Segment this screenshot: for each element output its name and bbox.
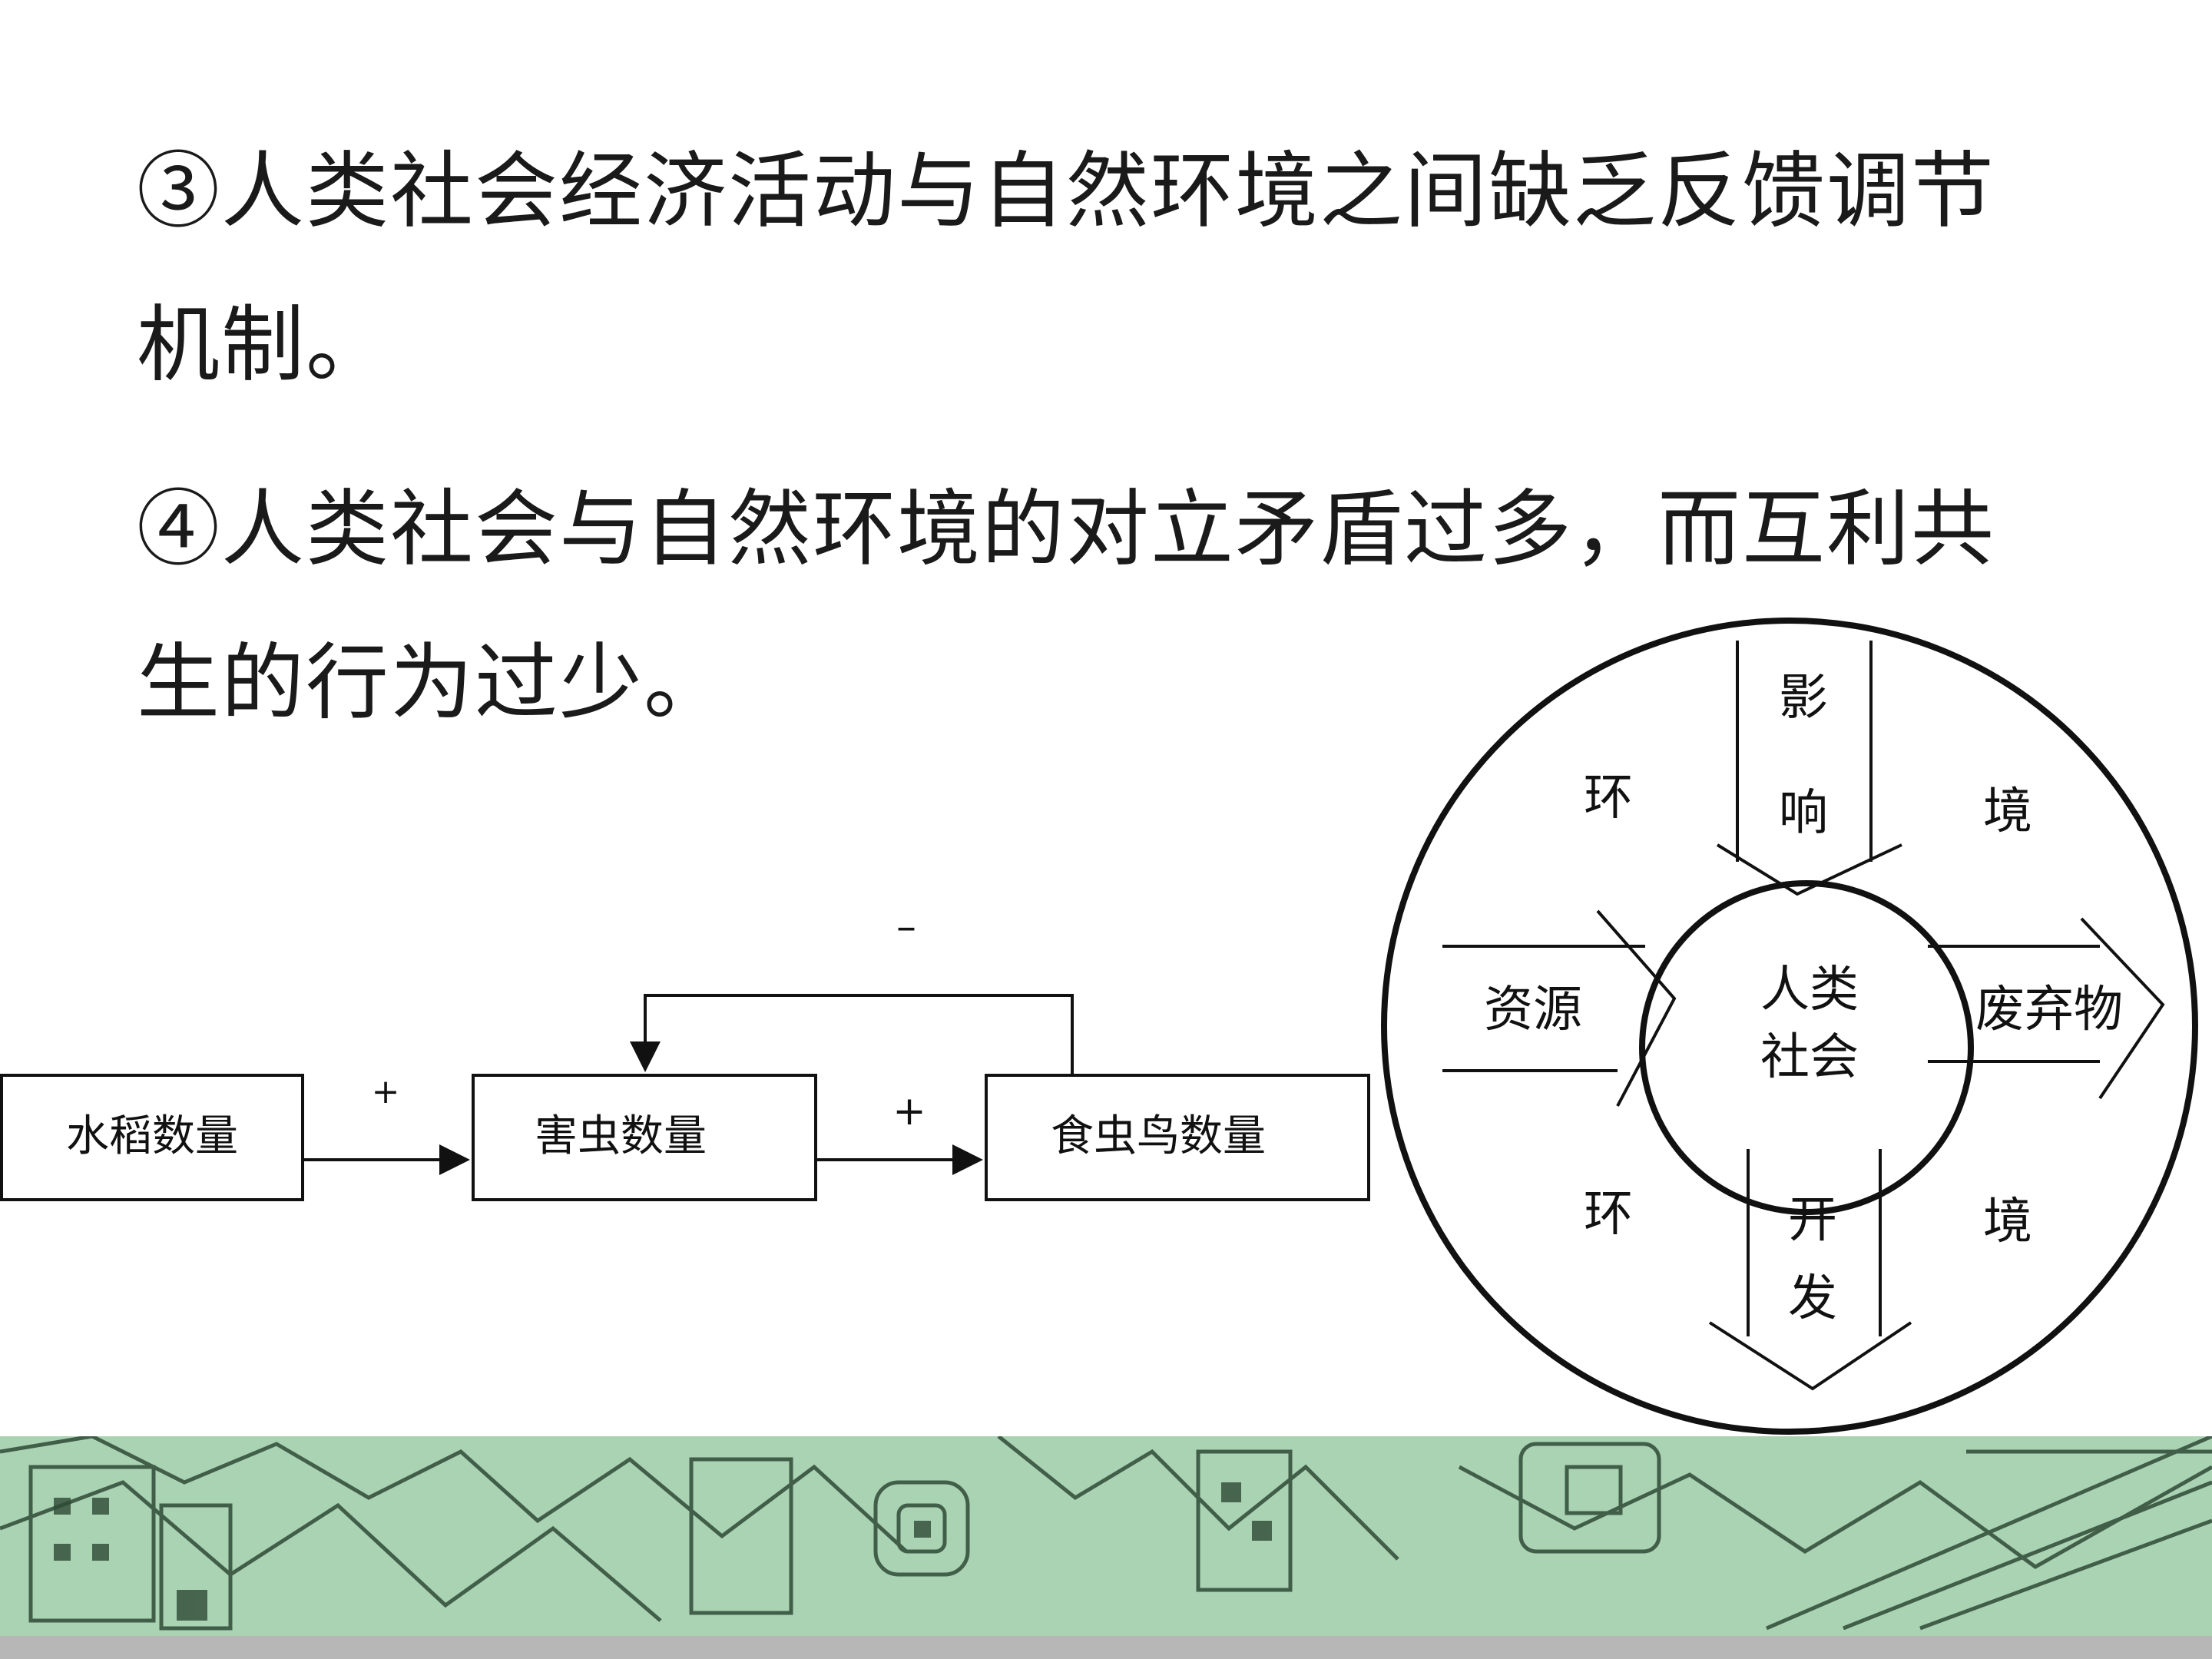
center-label-line-1: 人类 xyxy=(1760,962,1859,1018)
right-arrow-label: 废弃物 xyxy=(1975,982,2123,1038)
box-bird-label: 食虫鸟数量 xyxy=(1051,1111,1266,1161)
paragraph-4-line-2: 生的行为过少。 xyxy=(137,635,729,731)
center-label-line-2: 社会 xyxy=(1760,1029,1859,1086)
bottom-arrow-char-2: 发 xyxy=(1788,1270,1837,1327)
paragraph-4: ④人类社会与自然环境的对立矛盾过多，而互利共 生的行为过少。 xyxy=(137,453,2057,760)
box-bird xyxy=(985,1074,1370,1201)
env-bottom-right: 境 xyxy=(1983,1194,2032,1250)
env-top-left: 环 xyxy=(1584,770,1633,826)
arrow-left xyxy=(1442,909,1677,1107)
box-rice xyxy=(0,1074,304,1201)
env-bottom-left: 环 xyxy=(1584,1186,1633,1243)
arrow-right xyxy=(1928,917,2165,1100)
arrow-top xyxy=(1716,641,1902,896)
bottom-arrow-char-1: 开 xyxy=(1788,1192,1837,1249)
paragraph-4-line-1: ④人类社会与自然环境的对立矛盾过多，而互利共 xyxy=(137,482,1996,578)
paragraph-3-line-1: ③人类社会经济活动与自然环境之间缺乏反馈调节 xyxy=(137,144,1996,240)
inner-circle xyxy=(1639,880,1974,1215)
env-top-right: 境 xyxy=(1983,783,2032,840)
left-arrow-label: 资源 xyxy=(1484,982,1582,1038)
arrow-bottom xyxy=(1708,1149,1912,1391)
city-illustration-band xyxy=(0,1436,2212,1636)
outer-circle xyxy=(1381,618,2198,1435)
box-rice-label: 水稻数量 xyxy=(66,1111,238,1161)
bottom-bar xyxy=(0,1636,2212,1659)
box-pest xyxy=(472,1074,817,1201)
sign-pest-to-bird: + xyxy=(892,1088,926,1134)
paragraph-3-line-2: 机制。 xyxy=(137,297,391,393)
arrow-feedback xyxy=(630,994,1074,1074)
box-pest-label: 害虫数量 xyxy=(535,1111,707,1161)
city-sketch xyxy=(0,1436,2212,1631)
sign-feedback: – xyxy=(896,904,916,950)
sign-rice-to-pest: + xyxy=(372,1072,400,1111)
top-arrow-char-1: 影 xyxy=(1779,670,1828,727)
paragraph-3: ③人类社会经济活动与自然环境之间缺乏反馈调节 机制。 xyxy=(137,115,2057,422)
top-arrow-char-2: 响 xyxy=(1779,785,1828,842)
